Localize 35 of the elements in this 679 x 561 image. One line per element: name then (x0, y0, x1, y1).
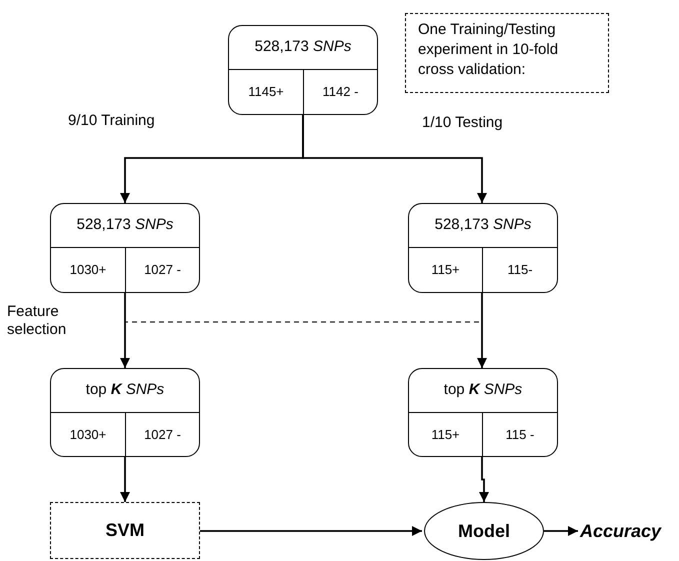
note-box (405, 13, 609, 93)
count-text: 115+ (431, 426, 460, 444)
arrow (544, 526, 578, 536)
header-text: 528,173 SNPs (254, 37, 352, 58)
arrow (120, 457, 130, 502)
count-text: 115 - (506, 426, 534, 444)
arrow (477, 293, 487, 368)
result-text: Accuracy (580, 519, 672, 543)
count-text: 1027 - (144, 426, 181, 444)
note-text: One Training/Testing experiment in 10-fold cross validation: (418, 20, 560, 80)
arrow (302, 115, 487, 203)
classifier-box (50, 502, 200, 559)
header-text: 528,173 SNPs (76, 215, 174, 236)
header-text: 528,173 SNPs (434, 215, 532, 236)
box-label: SVM (105, 519, 144, 542)
count-text: 115+ (431, 261, 460, 280)
edge-label: 9/10 Training (68, 112, 155, 130)
count-text: 1145+ (248, 83, 284, 102)
count-text: 115- (507, 261, 533, 280)
data-split-box (50, 203, 200, 293)
count-text: 1142 - (322, 83, 358, 102)
arrow (479, 457, 489, 502)
data-split-box (228, 25, 378, 115)
header-text: top K SNPs (444, 380, 522, 400)
data-split-box (408, 368, 558, 457)
arrow (200, 526, 422, 536)
count-text: 1030+ (70, 426, 106, 444)
header-text: top K SNPs (86, 380, 164, 400)
edge-label: 1/10 Testing (422, 114, 503, 132)
arrow (120, 293, 130, 368)
count-text: 1027 - (144, 261, 181, 280)
ellipse-label: Model (458, 520, 510, 542)
data-split-box (408, 203, 558, 293)
count-text: 1030+ (70, 261, 106, 280)
data-split-box (50, 368, 200, 457)
